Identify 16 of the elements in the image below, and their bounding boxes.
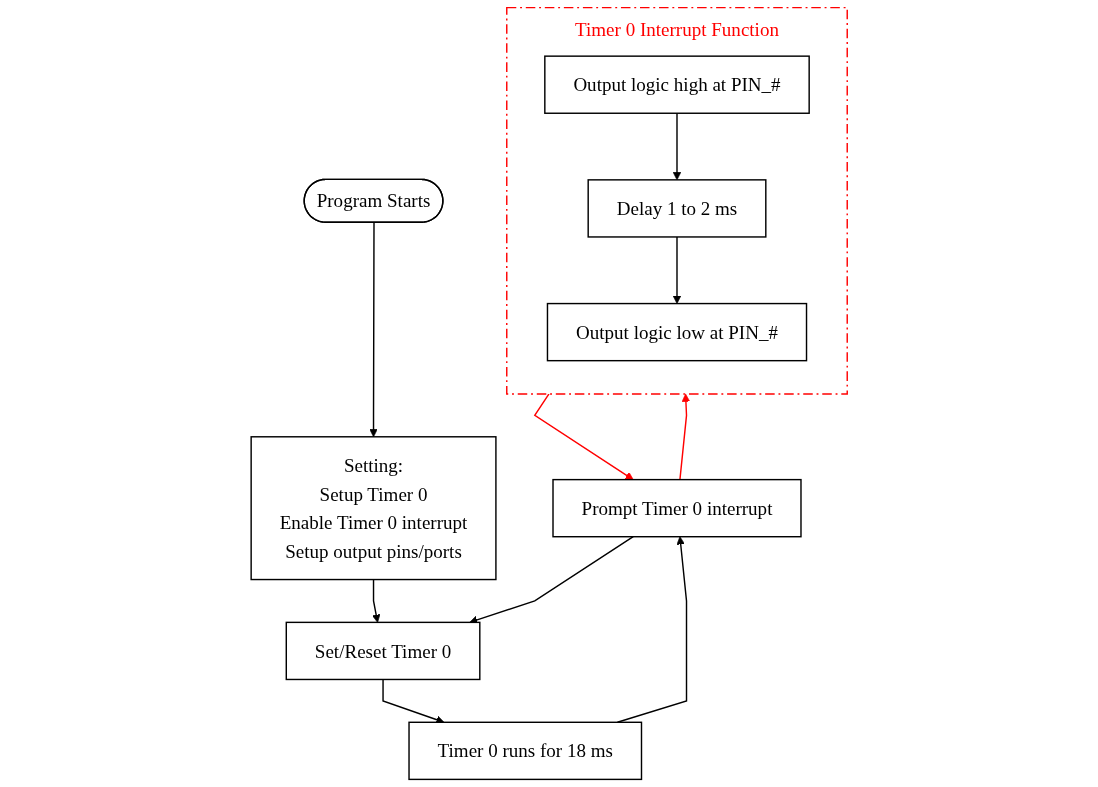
arrow (369, 221, 378, 438)
node-box: Prompt Timer 0 interrupt (552, 478, 802, 538)
node-box: Timer 0 runs for 18 ms (408, 721, 643, 781)
arrow (371, 578, 381, 623)
arrow (672, 236, 681, 304)
node-box: Delay 1 to 2 ms (587, 179, 767, 238)
arrow (469, 536, 634, 624)
arrow (533, 393, 634, 480)
arrow (382, 678, 445, 724)
node-box: Setting: Setup Timer 0 Enable Timer 0 interrupt Setup output pins/ports (250, 436, 497, 581)
arrow (672, 112, 681, 181)
node-box: Set/Reset Timer 0 (285, 621, 481, 681)
arrow (679, 393, 690, 481)
node-box: Output logic high at PIN_# (543, 55, 810, 114)
node-box: Output logic low at PIN_# (546, 302, 808, 362)
arrow (616, 536, 688, 723)
